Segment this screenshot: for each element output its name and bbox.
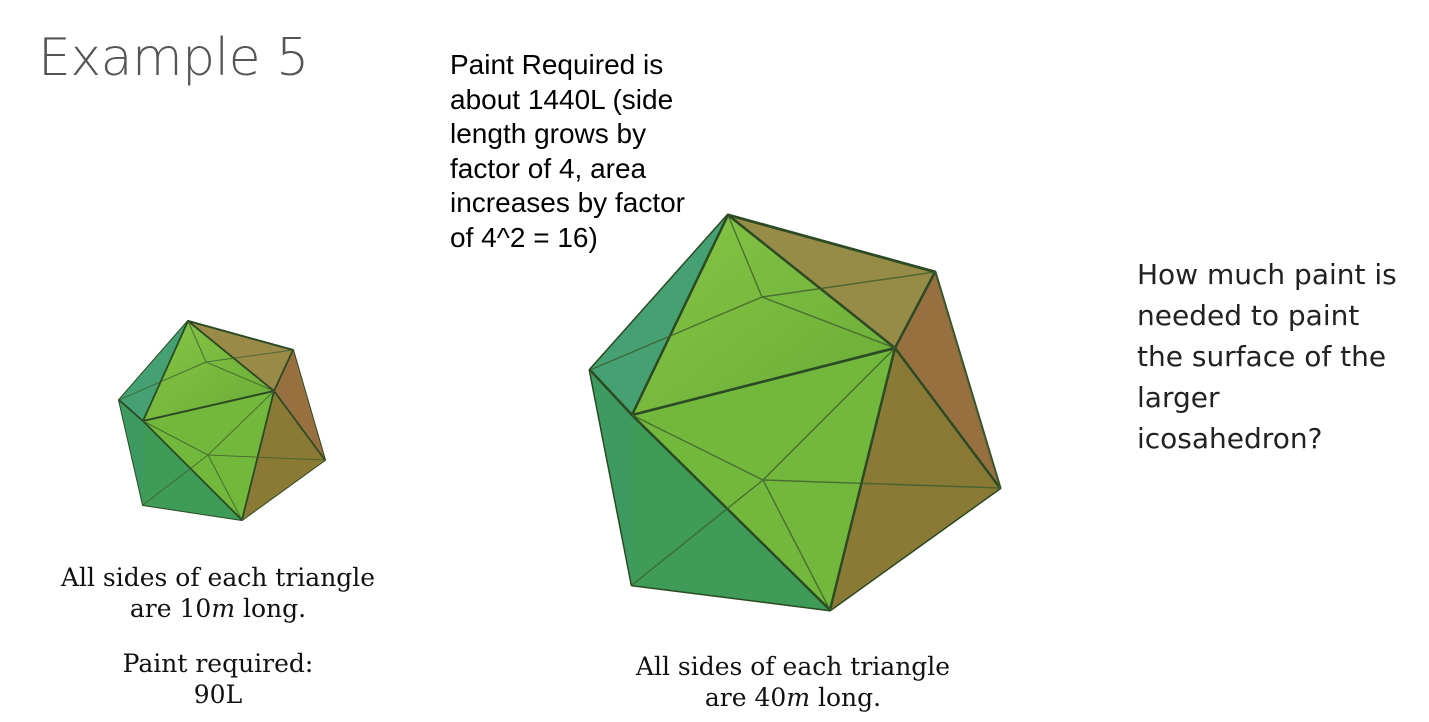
paint-required-value: 90L: [193, 680, 243, 709]
small-ico-caption-line1: All sides of each triangle: [60, 563, 376, 592]
large-ico-caption-suffix: long.: [810, 683, 882, 712]
small-ico-caption-line2: are 10m long.: [40, 593, 396, 624]
answer-note-line: Paint Required is: [450, 49, 664, 80]
answer-note: Paint Required is about 1440L (side leng…: [450, 48, 720, 255]
small-ico-caption: All sides of each triangle are 10m long.: [40, 562, 396, 624]
question-text: How much paint is needed to paint the su…: [1137, 254, 1427, 459]
large-ico-length: are 40: [704, 683, 787, 712]
answer-note-line: increases by factor: [450, 187, 685, 218]
large-ico-caption-line2: are 40m long.: [612, 682, 974, 713]
answer-note-line: factor of 4, area: [450, 152, 647, 184]
large-ico-caption: All sides of each triangle are 40m long.: [612, 651, 974, 713]
question-line: icosahedron?: [1137, 422, 1323, 455]
answer-note-line: length grows by: [450, 118, 647, 149]
question-line: How much paint is: [1137, 258, 1397, 291]
large-ico-caption-line1: All sides of each triangle: [635, 652, 951, 681]
slide-title: Example 5: [38, 28, 309, 88]
answer-note-line: of 4^2 = 16): [450, 221, 598, 253]
question-line: larger: [1137, 381, 1220, 414]
small-ico-length: are 10: [129, 594, 212, 623]
paint-required-label: Paint required:: [122, 649, 314, 678]
small-ico-unit: m: [211, 594, 236, 623]
question-line: the surface of the: [1137, 340, 1387, 373]
large-icosahedron: [588, 213, 1002, 612]
question-line: needed to paint: [1137, 299, 1360, 332]
small-icosahedron: [118, 320, 326, 521]
large-ico-unit: m: [786, 683, 811, 712]
small-ico-caption-suffix: long.: [235, 594, 307, 623]
small-ico-paint: Paint required: 90L: [40, 648, 396, 710]
answer-note-line: about 1440L (side: [450, 83, 674, 115]
